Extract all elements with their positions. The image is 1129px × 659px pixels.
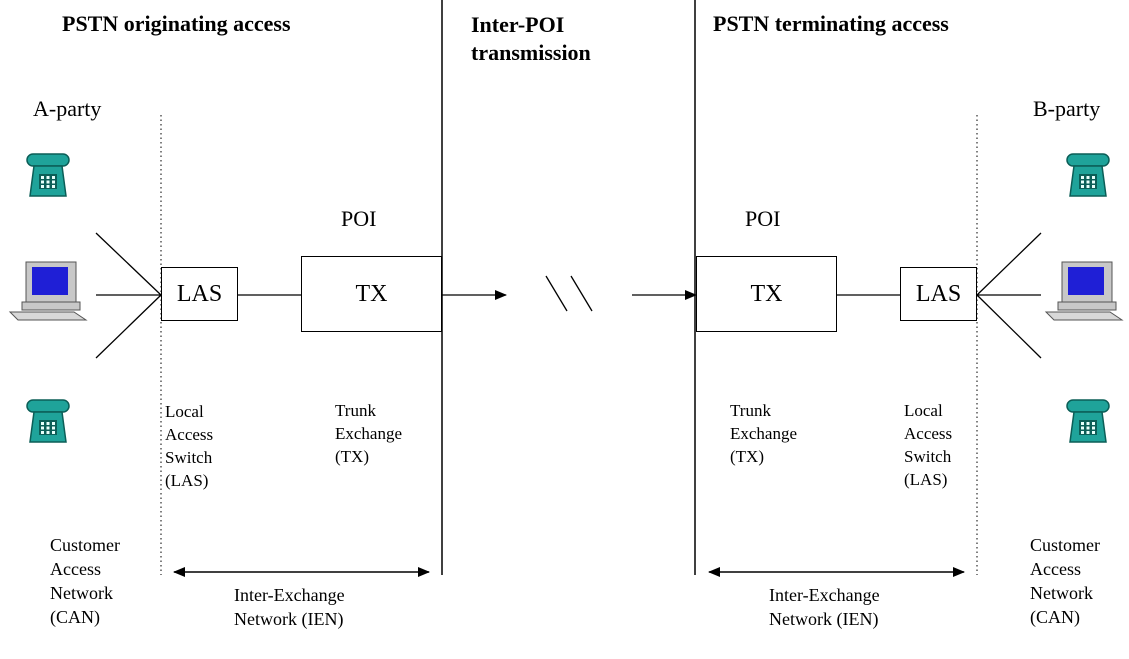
computer-icon (1044, 261, 1124, 321)
caption-can-left: Customer Access Network (CAN) (50, 535, 120, 627)
header-originating: PSTN originating access (62, 11, 291, 36)
caption-ien-right: Inter-Exchange Network (IEN) (769, 585, 880, 629)
las-box-left: LAS (161, 267, 238, 321)
tx-label-left: TX (355, 280, 388, 307)
caption-tx-left: Trunk Exchange (TX) (335, 401, 403, 466)
header-terminating: PSTN terminating access (713, 11, 949, 36)
caption-ien-left: Inter-Exchange Network (IEN) (234, 585, 345, 629)
caption-las-right: Local Access Switch (LAS) (904, 401, 953, 489)
telephone-icon (26, 153, 70, 197)
header-inter-poi: Inter-POI transmission (471, 12, 591, 65)
b-party-label: B-party (1033, 96, 1101, 121)
telephone-icon (1066, 153, 1110, 197)
tx-label-right: TX (750, 280, 783, 307)
link-phone-bottom-left (95, 294, 162, 359)
link-phone-top-left (95, 232, 162, 296)
poi-label-left: POI (341, 206, 377, 231)
las-label-right: LAS (915, 280, 962, 307)
poi-label-right: POI (745, 206, 781, 231)
caption-can-right: Customer Access Network (CAN) (1030, 535, 1100, 627)
break-slash-1 (545, 275, 568, 312)
telephone-icon (26, 399, 70, 443)
link-phone-top-right (976, 232, 1042, 296)
tx-box-right: TX (696, 256, 837, 332)
caption-las-left: Local Access Switch (LAS) (165, 402, 214, 490)
tx-box-left: TX (301, 256, 442, 332)
link-phone-bottom-right (976, 294, 1042, 359)
caption-tx-right: Trunk Exchange (TX) (730, 401, 798, 466)
las-label-left: LAS (176, 280, 223, 307)
las-box-right: LAS (900, 267, 977, 321)
telephone-icon (1066, 399, 1110, 443)
a-party-label: A-party (33, 96, 102, 121)
computer-icon (8, 261, 88, 321)
break-slash-2 (570, 275, 593, 312)
